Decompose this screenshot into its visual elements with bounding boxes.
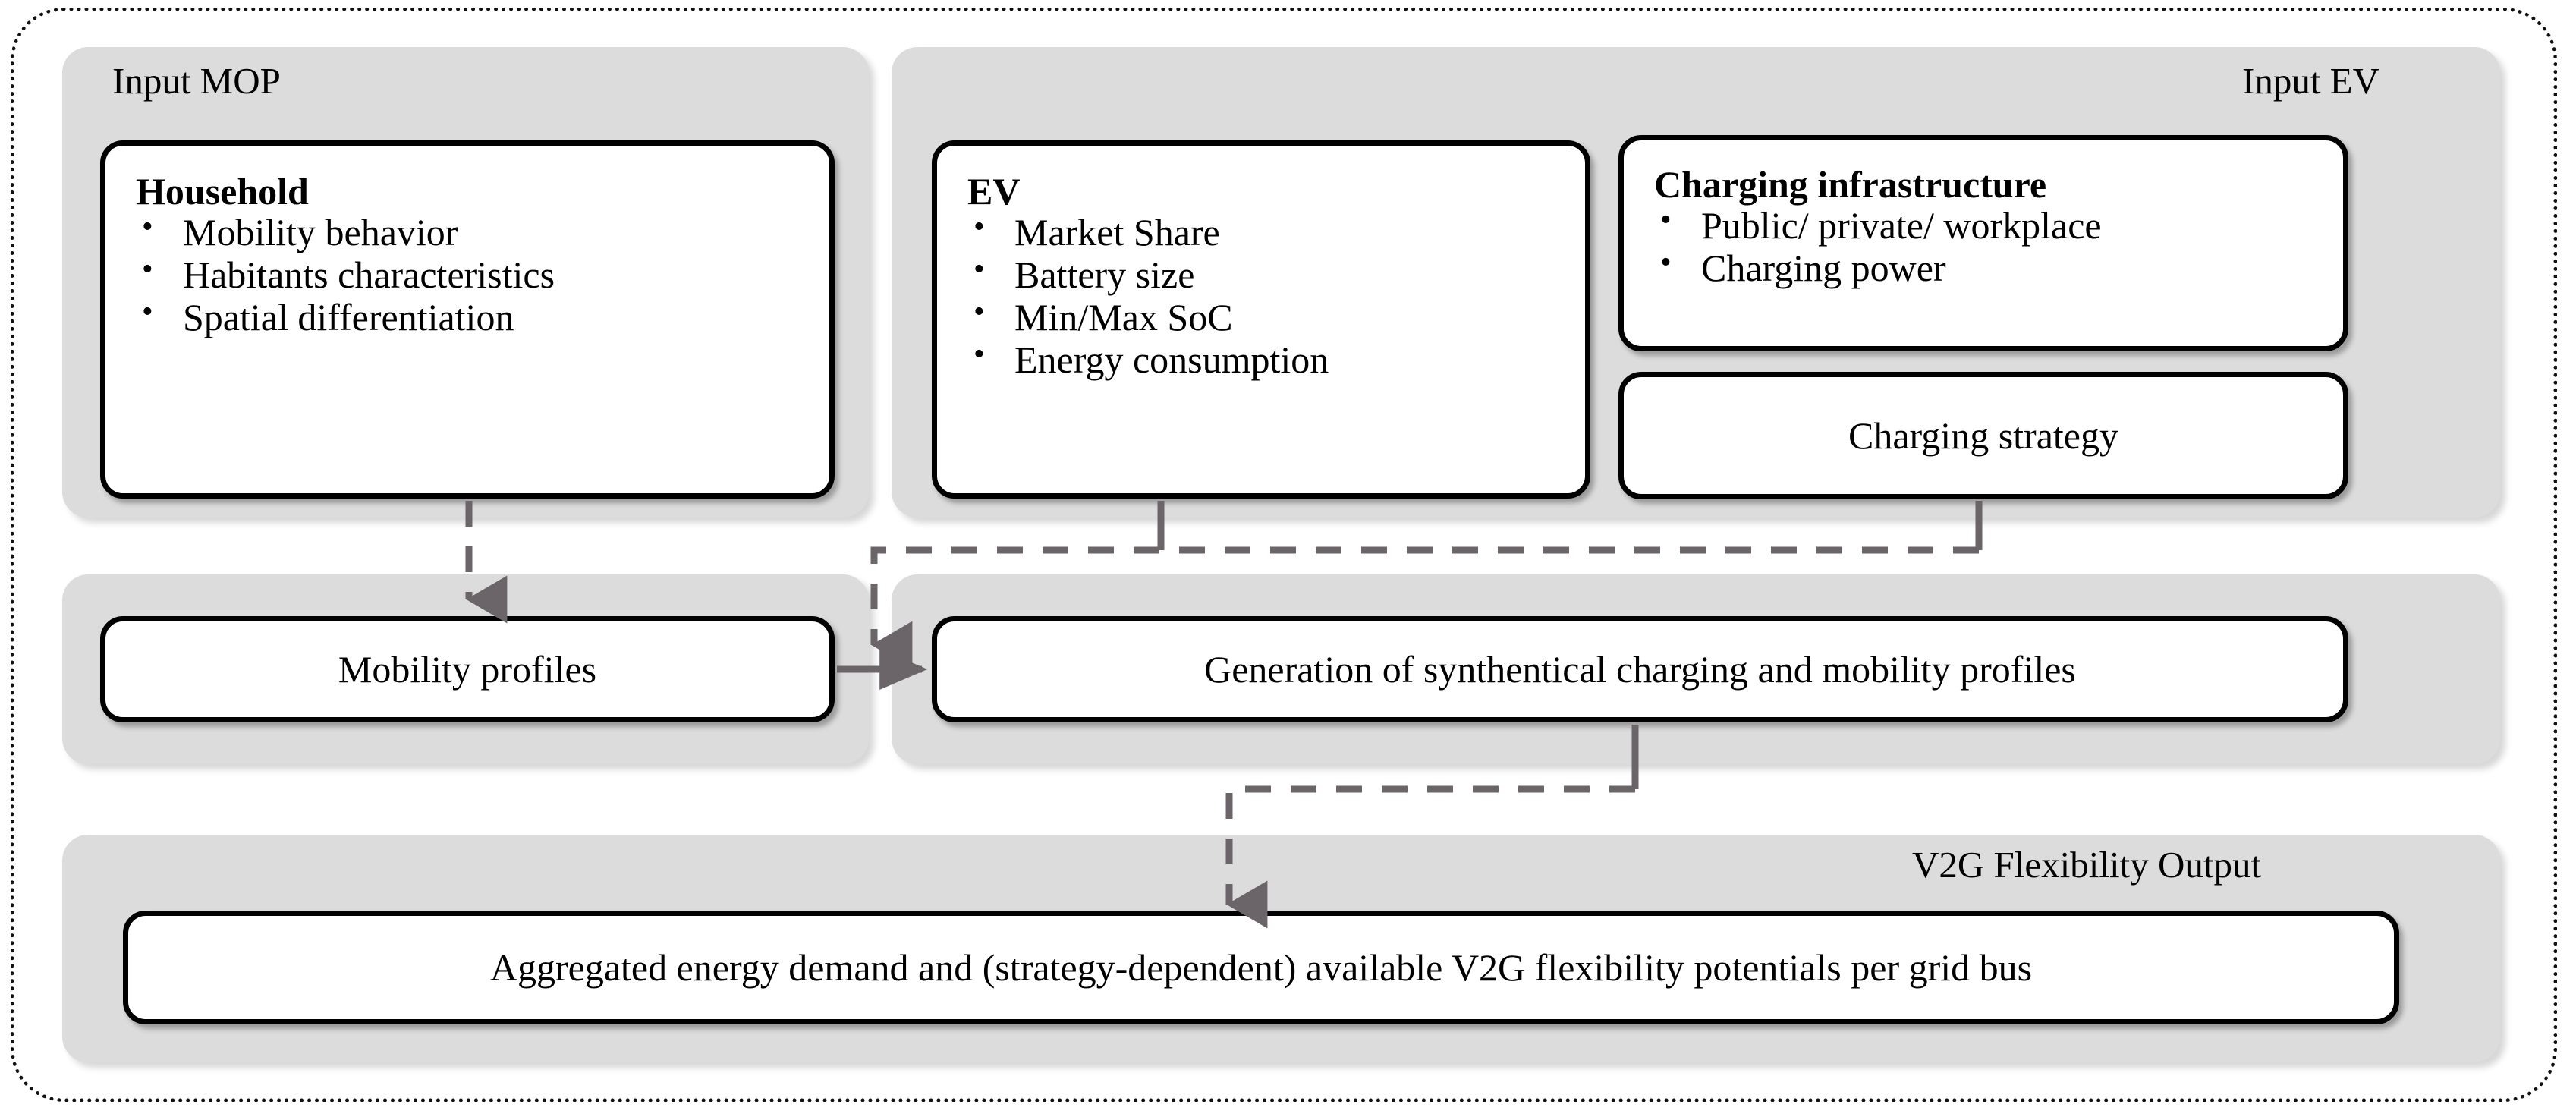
box-mobility-profiles-text: Mobility profiles	[338, 647, 597, 691]
list-item: Market Share	[967, 209, 1555, 253]
box-mobility-profiles: Mobility profiles	[100, 616, 835, 722]
box-charging-infrastructure-title: Charging infrastructure	[1654, 163, 2047, 206]
box-generation-text: Generation of synthentical charging and …	[1204, 647, 2076, 691]
panel-input-mop-label: Input MOP	[112, 60, 281, 102]
panel-output-label: V2G Flexibility Output	[1912, 844, 2262, 886]
box-ev-title: EV	[967, 170, 1021, 212]
outer-dotted-frame	[11, 8, 2557, 1102]
box-generation: Generation of synthentical charging and …	[932, 616, 2348, 722]
box-ev: EV Market Share Battery size Min/Max SoC…	[932, 140, 1590, 499]
list-item: Battery size	[967, 252, 1555, 296]
list-item: Habitants characteristics	[136, 252, 799, 296]
box-household: Household Mobility behavior Habitants ch…	[100, 140, 835, 499]
list-item: Min/Max SoC	[967, 294, 1555, 338]
box-aggregated-output-text: Aggregated energy demand and (strategy-d…	[489, 946, 2033, 989]
box-charging-strategy-text: Charging strategy	[1848, 414, 2118, 457]
list-item: Spatial differentiation	[136, 294, 799, 338]
panel-input-ev-label: Input EV	[2242, 60, 2379, 102]
box-household-bullets: Mobility behavior Habitants characterist…	[136, 209, 799, 338]
list-item: Public/ private/ workplace	[1654, 203, 2313, 247]
box-charging-strategy: Charging strategy	[1618, 372, 2348, 499]
box-ev-bullets: Market Share Battery size Min/Max SoC En…	[967, 209, 1555, 381]
box-charging-infrastructure-bullets: Public/ private/ workplace Charging powe…	[1654, 203, 2313, 289]
box-household-title: Household	[136, 170, 309, 212]
list-item: Charging power	[1654, 245, 2313, 289]
box-aggregated-output: Aggregated energy demand and (strategy-d…	[123, 911, 2399, 1024]
list-item: Energy consumption	[967, 337, 1555, 381]
box-charging-infrastructure: Charging infrastructure Public/ private/…	[1618, 135, 2348, 351]
list-item: Mobility behavior	[136, 209, 799, 253]
